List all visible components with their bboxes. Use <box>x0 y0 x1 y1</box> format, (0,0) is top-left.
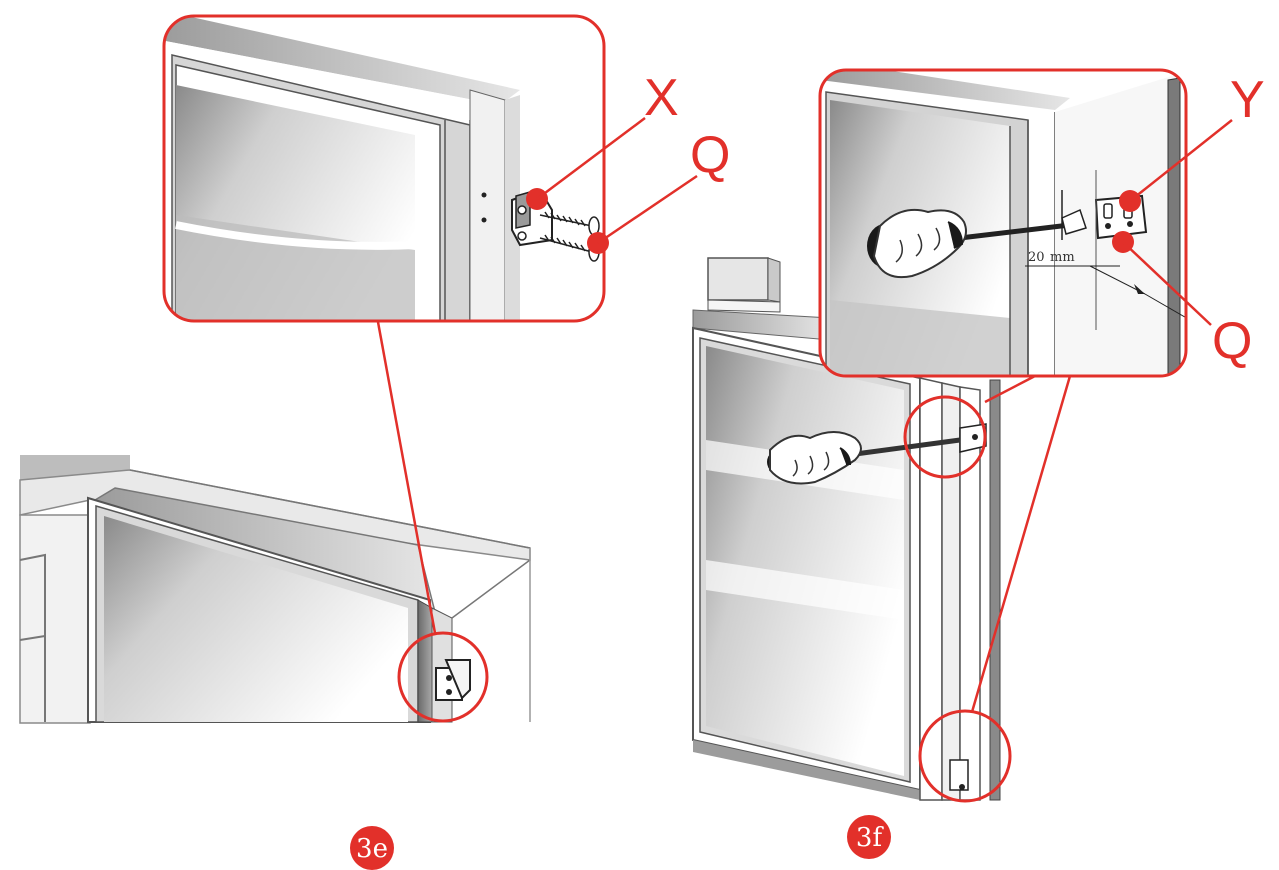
figure-badge-3e: 3e <box>350 826 394 870</box>
figure-badge-3f: 3f <box>847 815 891 859</box>
screwdriver-hand-3f <box>767 431 961 485</box>
callout-label-q-3e: Q <box>690 126 730 184</box>
zoom-detail-3f: 20 mm Y Q <box>818 68 1265 378</box>
callout-label-y: Y <box>1230 71 1265 129</box>
hinge-bracket-small <box>435 659 471 701</box>
callout-label-q-3f: Q <box>1212 312 1252 370</box>
callout-label-x: X <box>644 69 679 127</box>
leader-line-3f-b <box>970 375 1072 713</box>
figure-label-3f: 3f <box>856 823 885 853</box>
dimension-value: 20 <box>1028 250 1045 265</box>
dimension-unit: mm <box>1050 250 1075 265</box>
detail-circle-3e <box>397 631 489 723</box>
detail-circle-3f-top <box>903 395 987 479</box>
callout-leader-x <box>536 117 646 200</box>
cabinet-top-panel <box>20 455 130 480</box>
zoom-detail-3e: X Q <box>162 14 730 323</box>
callout-leader-q-3f <box>1122 241 1212 326</box>
leader-line-3e <box>376 321 437 634</box>
detail-circle-3f-bottom <box>918 709 1012 803</box>
figure-3e-scene <box>19 321 531 724</box>
callout-leader-y <box>1129 119 1233 202</box>
callout-leader-q-3e <box>597 174 698 245</box>
figure-label-3e: 3e <box>356 834 388 864</box>
leader-line-3f-a <box>984 374 1036 404</box>
door-glass <box>104 516 408 722</box>
figure-3f-scene <box>692 257 1072 803</box>
